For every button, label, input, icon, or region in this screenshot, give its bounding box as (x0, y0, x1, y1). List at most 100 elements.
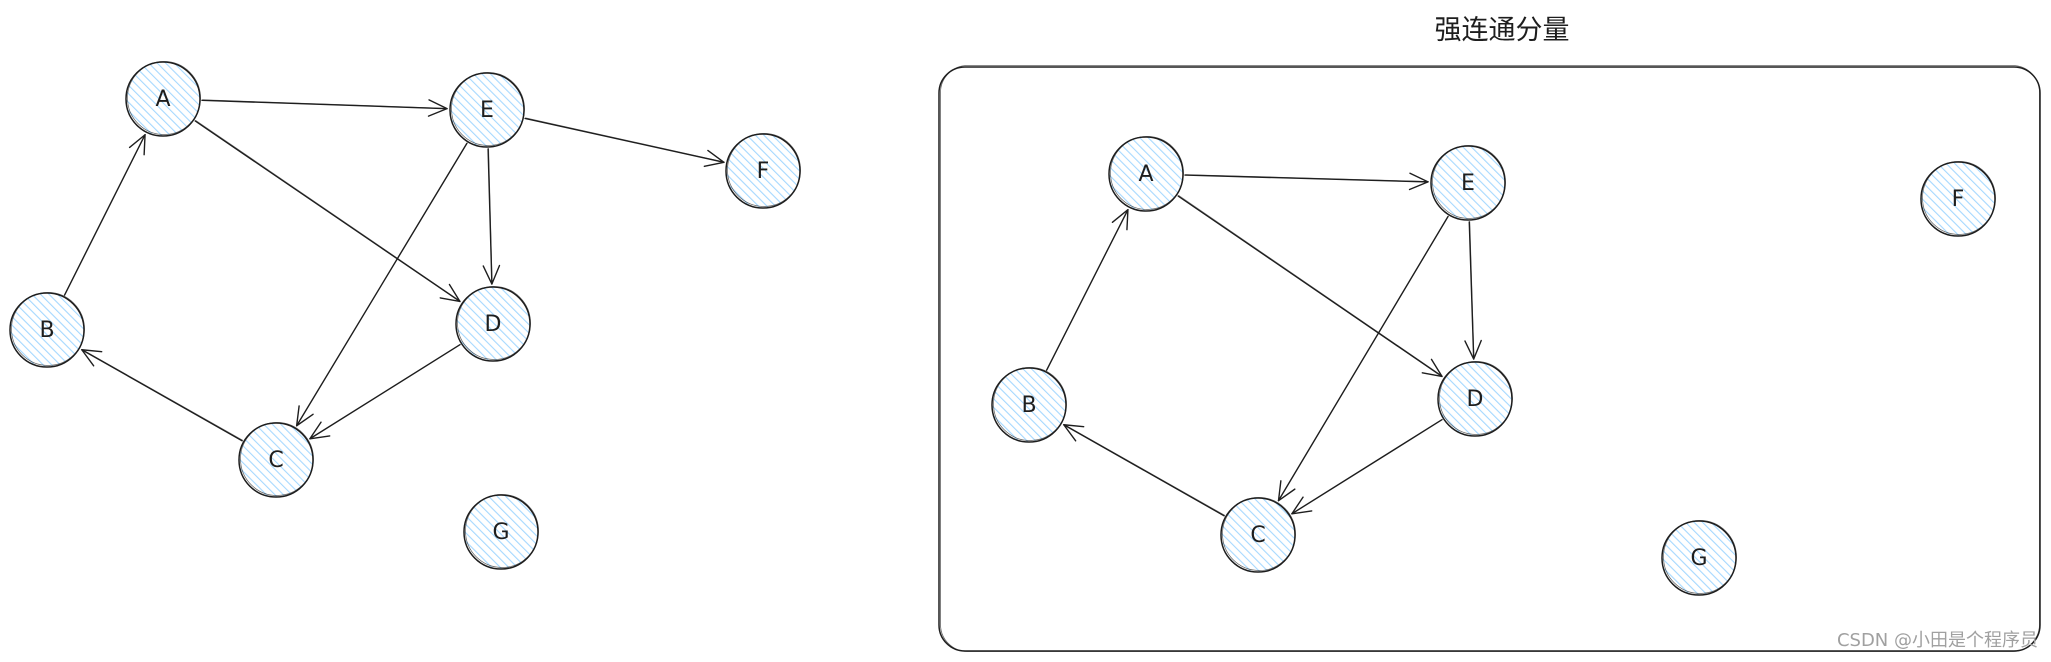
arrowhead (1291, 496, 1313, 515)
node-circle (1920, 161, 1996, 237)
node-label: A (1138, 162, 1153, 187)
original-graph-nodes: A E F B D C G (9, 61, 801, 570)
node-label: D (485, 312, 502, 337)
arrowhead (482, 264, 501, 285)
node-circle-sketch (1663, 520, 1737, 594)
edge-line-sketch (1046, 208, 1129, 370)
edge-line-sketch (1185, 174, 1429, 182)
node-A: A (125, 61, 201, 137)
arrowhead (1063, 424, 1085, 442)
arrowhead (295, 405, 314, 427)
node-label: G (492, 520, 509, 545)
edge-line (524, 117, 725, 164)
arrowhead (427, 99, 448, 117)
edge-line-sketch (1063, 424, 1225, 516)
original-graph-edges (63, 99, 725, 442)
edge-line-sketch (296, 142, 468, 426)
edge-B-A (1045, 208, 1129, 371)
node-label: C (1250, 523, 1265, 548)
node-E: E (1430, 145, 1506, 221)
node-B: B (9, 292, 85, 368)
arrowhead (1408, 172, 1429, 191)
node-label: E (1461, 171, 1475, 196)
scc-boundary (938, 66, 2041, 652)
node-circle (1220, 497, 1296, 573)
node-label: F (1952, 187, 1965, 212)
node-E: E (449, 72, 525, 148)
node-circle-sketch (1110, 136, 1184, 210)
node-A: A (1108, 136, 1184, 212)
edge-A-E (201, 99, 448, 117)
node-circle-sketch (127, 61, 201, 135)
edge-line-sketch (64, 134, 146, 295)
node-circle (1430, 145, 1506, 221)
edge-D-C (1291, 418, 1443, 515)
edge-line (194, 120, 461, 303)
node-circle-sketch (11, 292, 85, 366)
nodes-layer: A E F B D C G A E F B D C G (9, 61, 1996, 596)
edge-D-C (309, 343, 461, 440)
node-D: D (455, 286, 531, 362)
node-circle-sketch (1439, 361, 1513, 435)
edge-line-sketch (1278, 215, 1449, 501)
edge-line-sketch (81, 349, 243, 441)
edge-line-sketch (309, 343, 461, 439)
scc-boundary-sketch (940, 65, 2040, 652)
node-circle (125, 61, 201, 137)
node-label: D (1467, 387, 1484, 412)
node-circle (991, 367, 1067, 443)
node-circle-sketch (727, 133, 801, 207)
node-label: B (39, 318, 54, 343)
edge-line (1177, 195, 1443, 378)
node-F: F (1920, 161, 1996, 237)
node-label: G (1690, 546, 1707, 571)
edge-E-F (524, 117, 725, 168)
node-D: D (1437, 361, 1513, 437)
arrowhead (1277, 480, 1296, 502)
arrowhead (1464, 339, 1482, 360)
edge-line-sketch (525, 117, 725, 163)
edge-line-sketch (1178, 195, 1443, 377)
arrowhead (128, 134, 146, 156)
edge-E-D (482, 148, 501, 285)
edge-line-sketch (195, 120, 461, 302)
edge-C-B (81, 349, 243, 442)
node-circle-sketch (1922, 161, 1996, 235)
node-circle-sketch (465, 494, 539, 568)
edge-line (81, 349, 243, 442)
edge-line-sketch (488, 148, 493, 284)
node-label: F (757, 159, 770, 184)
scc-title: 强连通分量 (1434, 15, 1570, 46)
node-circle (1108, 136, 1184, 212)
arrowhead (703, 149, 725, 168)
node-circle (238, 422, 314, 498)
node-B: B (991, 367, 1067, 443)
node-C: C (238, 422, 314, 498)
node-G: G (463, 494, 539, 570)
edge-line (487, 148, 493, 285)
arrowhead (81, 349, 103, 367)
node-circle-sketch (993, 367, 1067, 441)
edge-E-D (1464, 221, 1482, 360)
node-circle-sketch (451, 72, 525, 146)
node-circle (1661, 520, 1737, 596)
edge-line-sketch (202, 99, 448, 109)
edge-line (1468, 221, 1475, 360)
arrowhead (309, 421, 331, 440)
node-circle (725, 133, 801, 209)
node-circle (463, 494, 539, 570)
edge-line (1063, 424, 1225, 517)
arrowhead (1111, 208, 1129, 231)
node-circle-sketch (1432, 145, 1506, 219)
arrowhead (439, 283, 461, 303)
node-label: C (268, 448, 283, 473)
node-label: B (1021, 393, 1036, 418)
node-F: F (725, 133, 801, 209)
edge-A-E (1184, 172, 1429, 191)
node-circle-sketch (240, 422, 314, 496)
edge-line-sketch (1291, 418, 1443, 514)
edge-E-C (1277, 215, 1449, 502)
node-label: A (155, 87, 170, 112)
edge-B-A (63, 134, 146, 296)
edge-A-D (1177, 195, 1443, 378)
